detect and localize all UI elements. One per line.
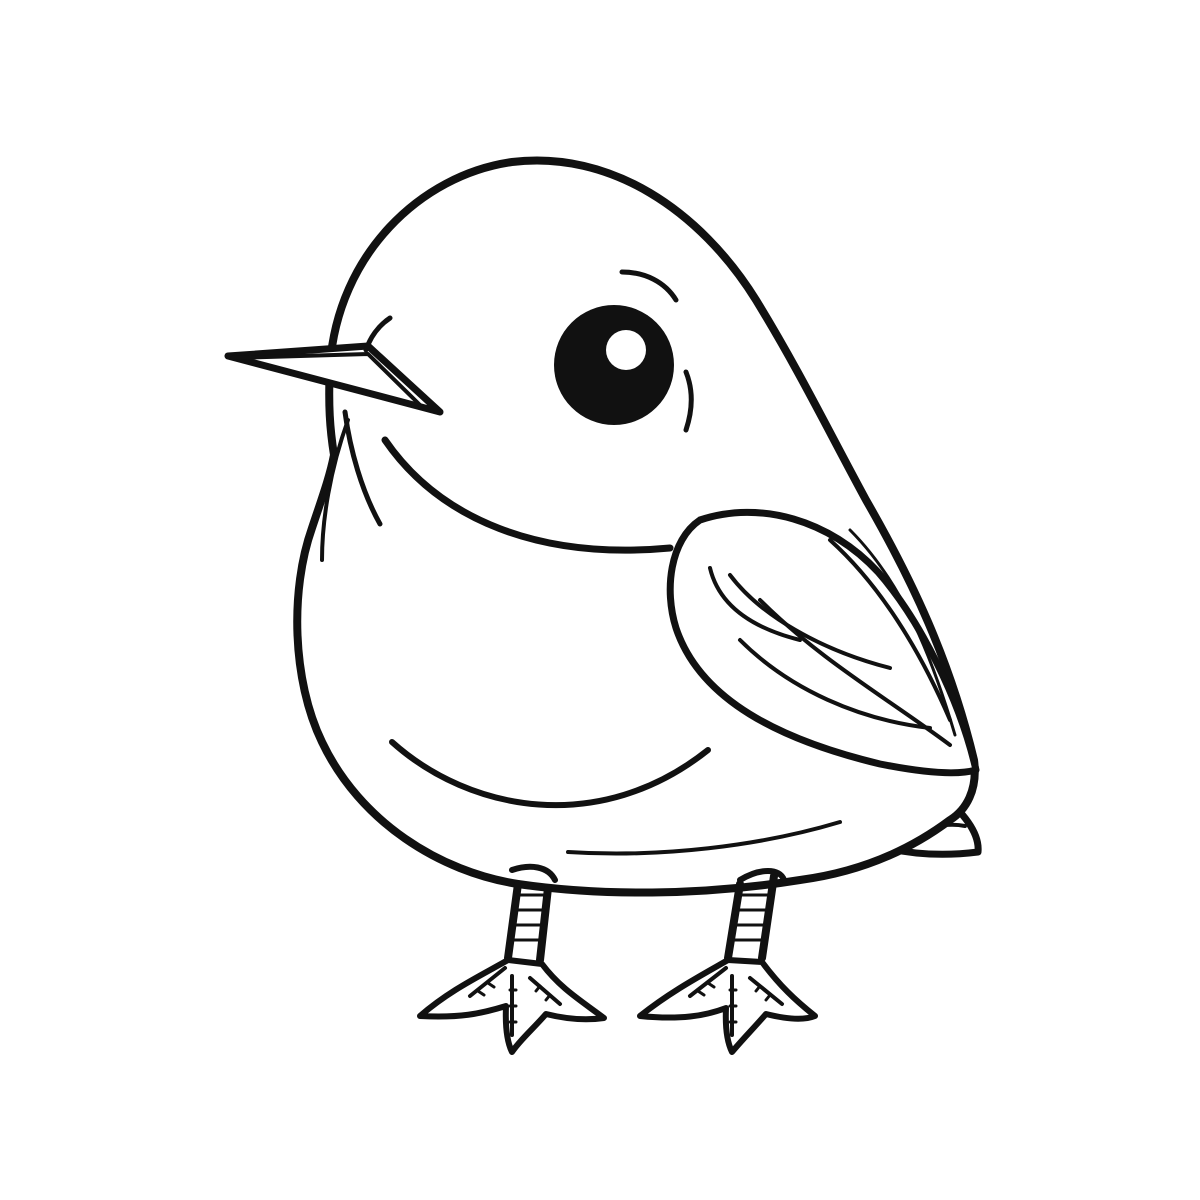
eye-side-line <box>683 369 694 433</box>
left-foot <box>417 957 607 1055</box>
wing <box>666 508 980 777</box>
brow-line <box>619 269 679 303</box>
right-leg <box>724 868 787 962</box>
face-mark-lower <box>342 409 383 527</box>
face-mark-upper <box>363 315 393 353</box>
bird-body-outline <box>293 156 979 897</box>
belly-curve <box>389 739 711 809</box>
belly-lower-line <box>566 820 842 856</box>
body-inner-line <box>320 418 350 562</box>
beak <box>224 342 444 416</box>
eye <box>554 305 674 425</box>
right-foot <box>637 957 818 1055</box>
neck-curve <box>381 436 674 554</box>
left-leg <box>504 863 558 964</box>
